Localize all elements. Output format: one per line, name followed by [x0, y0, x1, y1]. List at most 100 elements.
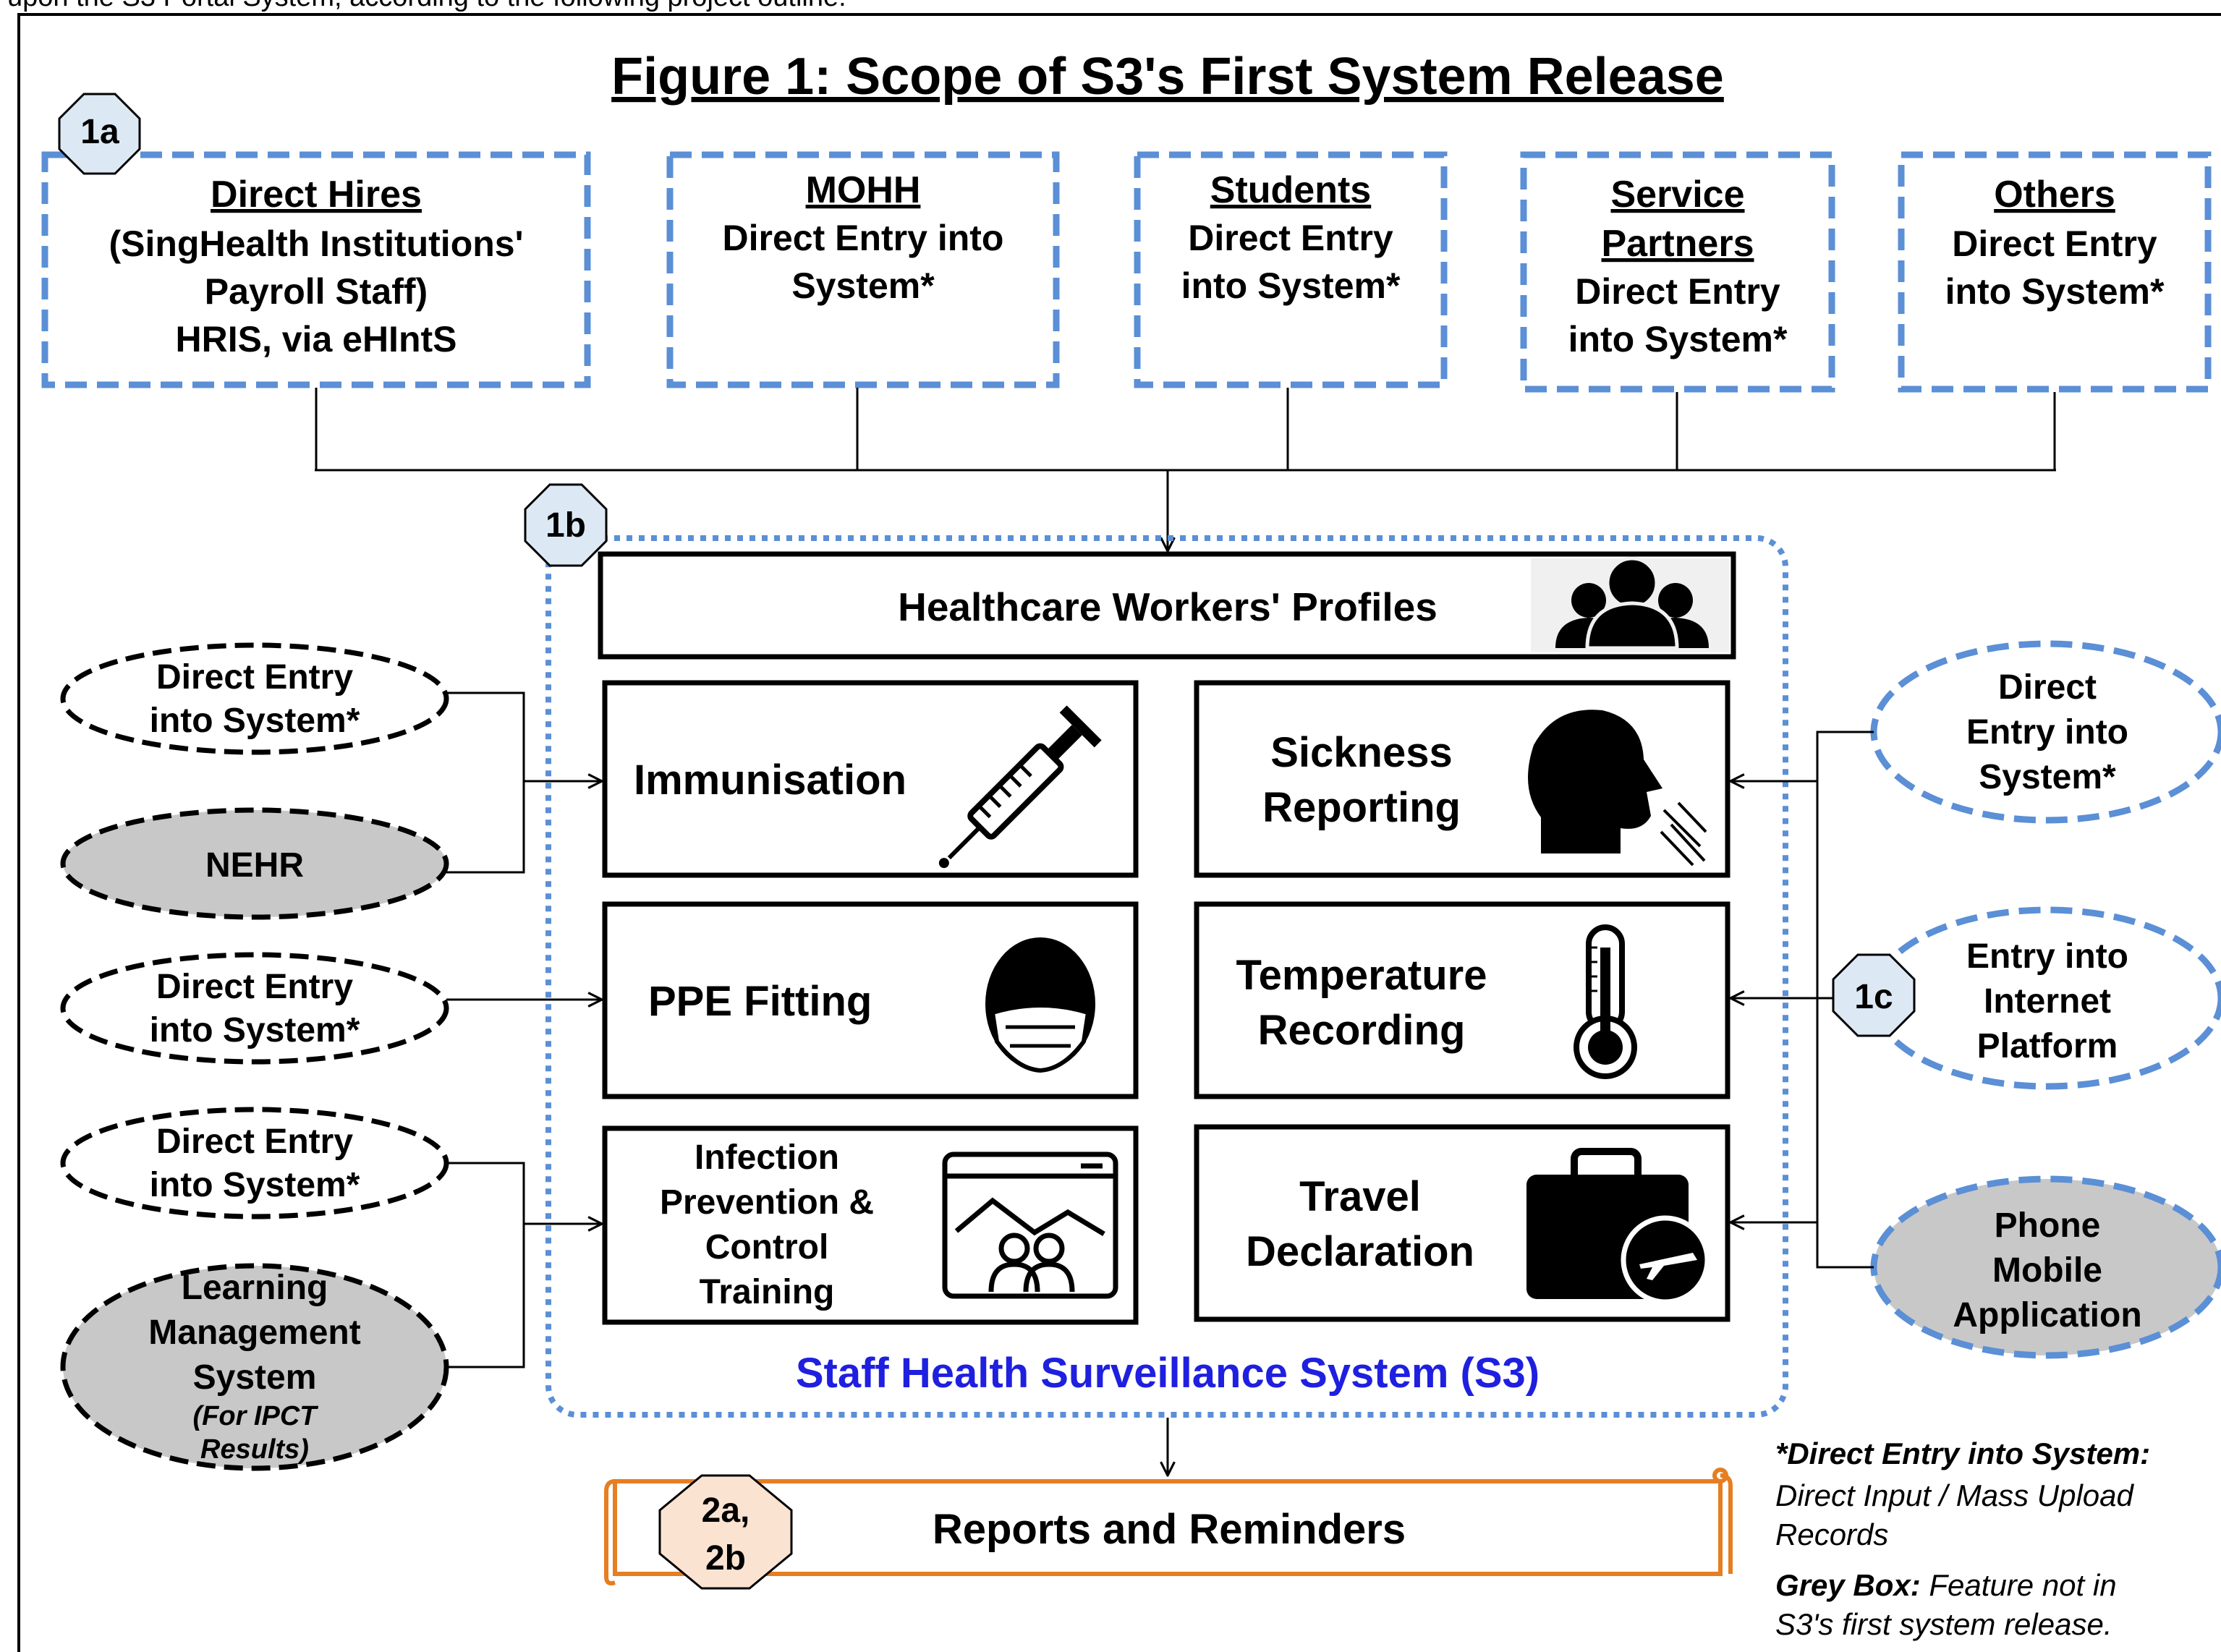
- badge-2a-label: 2a,: [702, 1491, 750, 1530]
- lms-line-3: System: [193, 1358, 317, 1397]
- left-input-direct-entry-2: Direct Entry into System*: [60, 952, 449, 1065]
- left-input-direct-entry-1: Direct Entry into System*: [60, 642, 449, 755]
- mobile-line-2: Mobile: [1992, 1251, 2102, 1290]
- direct-hires-line-1: (SingHealth Institutions': [109, 223, 524, 264]
- right-direct-entry-line-2: Entry into: [1966, 713, 2128, 752]
- top-caption-fragment: upon the S3 Portal System, according to …: [7, 0, 846, 12]
- lms-line-1: Learning: [182, 1269, 328, 1307]
- profiles-bar: Healthcare Workers' Profiles: [598, 551, 1736, 660]
- ipc-label-1: Infection: [695, 1138, 839, 1177]
- mohh-line-2: System*: [791, 265, 935, 306]
- left-direct-entry-3-line-1: Direct Entry: [156, 1123, 353, 1161]
- sick-person-icon: [1528, 710, 1707, 867]
- ipc-label-2: Prevention &: [660, 1183, 874, 1222]
- legend: *Direct Entry into System: Direct Input …: [1775, 1436, 2150, 1641]
- badge-1a: 1a: [58, 93, 141, 175]
- module-ppe-fitting: PPE Fitting: [602, 901, 1139, 1099]
- source-box-service-partners: Service Partners Direct Entry into Syste…: [1520, 151, 1835, 393]
- badge-2a-2b: 2a, 2b: [658, 1474, 793, 1590]
- badge-2b-label: 2b: [705, 1539, 746, 1578]
- lms-note-1: (For IPCT: [193, 1401, 319, 1431]
- right-direct-entry-line-3: System*: [1979, 758, 2116, 796]
- internet-line-1: Entry into: [1966, 937, 2128, 976]
- badge-1a-label: 1a: [80, 113, 119, 151]
- legend-note-body-2: Records: [1775, 1517, 1888, 1551]
- others-title: Others: [1994, 174, 2115, 216]
- legend-grey-body-2: S3's first system release.: [1775, 1607, 2112, 1641]
- mobile-line-3: Application: [1953, 1296, 2141, 1334]
- left-connectors: [446, 691, 602, 1368]
- legend-grey-body-1: Feature not in: [1921, 1568, 2117, 1602]
- direct-hires-line-2: Payroll Staff): [205, 271, 428, 312]
- right-input-direct-entry: Direct Entry into System*: [1870, 640, 2221, 824]
- left-input-lms: Learning Management System (For IPCT Res…: [60, 1263, 449, 1471]
- module-temperature-recording: Temperature Recording: [1194, 901, 1730, 1099]
- legend-grey-title: Grey Box:: [1775, 1568, 1921, 1602]
- internet-line-3: Platform: [1977, 1027, 2118, 1065]
- left-direct-entry-2-line-2: into System*: [150, 1011, 360, 1049]
- source-box-direct-hires: Direct Hires (SingHealth Institutions' P…: [41, 151, 591, 388]
- service-partners-line-2: into System*: [1568, 319, 1788, 359]
- left-direct-entry-1-line-1: Direct Entry: [156, 658, 353, 697]
- badge-1c-label: 1c: [1854, 978, 1893, 1016]
- sickness-label-1: Sickness: [1270, 729, 1453, 776]
- s3-system-name: Staff Health Surveillance System (S3): [796, 1350, 1540, 1397]
- left-direct-entry-2-line-1: Direct Entry: [156, 968, 353, 1006]
- nehr-label: NEHR: [205, 846, 304, 885]
- lms-note-2: Results): [200, 1434, 309, 1465]
- left-input-direct-entry-3: Direct Entry into System*: [60, 1107, 449, 1219]
- mohh-line-1: Direct Entry into: [723, 218, 1004, 258]
- left-direct-entry-1-line-2: into System*: [150, 702, 360, 740]
- mohh-title: MOHH: [806, 169, 921, 211]
- students-line-2: into System*: [1181, 265, 1401, 306]
- thermometer-icon: [1574, 924, 1637, 1079]
- source-box-students: Students Direct Entry into System*: [1134, 151, 1448, 388]
- outer-frame: [17, 13, 2221, 1652]
- left-direct-entry-3-line-2: into System*: [150, 1166, 360, 1204]
- right-direct-entry-line-1: Direct: [1998, 668, 2097, 707]
- others-line-1: Direct Entry: [1952, 223, 2157, 264]
- immunisation-label: Immunisation: [634, 757, 906, 804]
- module-sickness-reporting: Sickness Reporting: [1194, 680, 1730, 878]
- ppe-label: PPE Fitting: [648, 978, 872, 1025]
- mobile-line-1: Phone: [1995, 1206, 2101, 1245]
- badge-1b-label: 1b: [545, 506, 586, 545]
- syringe-icon: [938, 705, 1102, 869]
- travel-label-1: Travel: [1299, 1173, 1421, 1220]
- right-input-internet-platform: Entry into Internet Platform: [1870, 906, 2221, 1090]
- badge-1c: 1c: [1832, 953, 1916, 1037]
- ipc-label-3: Control: [705, 1228, 829, 1266]
- legend-note-title: *Direct Entry into System:: [1775, 1436, 2150, 1470]
- legend-note-body-1: Direct Input / Mass Upload: [1775, 1478, 2135, 1512]
- direct-hires-title: Direct Hires: [211, 174, 422, 216]
- right-input-mobile-app: Phone Mobile Application: [1870, 1175, 2221, 1359]
- legend-grey-line-1: Grey Box: Feature not in: [1775, 1568, 2117, 1602]
- service-partners-title-1: Service: [1610, 174, 1744, 216]
- travel-label-2: Declaration: [1246, 1228, 1474, 1275]
- service-partners-title-2: Partners: [1602, 223, 1754, 265]
- sickness-label-2: Reporting: [1262, 784, 1461, 831]
- module-travel-declaration: Travel Declaration: [1194, 1124, 1730, 1322]
- module-ipc-training: Infection Prevention & Control Training: [602, 1125, 1139, 1325]
- left-input-nehr: NEHR: [60, 807, 449, 920]
- mask-icon: [985, 937, 1095, 1073]
- top-sources-connector: [315, 388, 2056, 551]
- lms-line-2: Management: [148, 1313, 360, 1352]
- reports-scroll: [604, 1468, 1733, 1585]
- reports-label: Reports and Reminders: [933, 1506, 1406, 1553]
- temperature-label-1: Temperature: [1236, 952, 1487, 999]
- module-immunisation: Immunisation: [602, 680, 1139, 878]
- service-partners-line-1: Direct Entry: [1575, 271, 1780, 312]
- source-box-mohh: MOHH Direct Entry into System*: [666, 151, 1060, 388]
- direct-hires-line-3: HRIS, via eHIntS: [176, 319, 457, 359]
- internet-line-2: Internet: [1984, 982, 2111, 1021]
- temperature-label-2: Recording: [1258, 1007, 1466, 1054]
- training-screen-icon: [942, 1151, 1118, 1299]
- students-line-1: Direct Entry: [1188, 218, 1393, 258]
- badge-1b: 1b: [524, 483, 608, 567]
- ipc-label-4: Training: [700, 1273, 835, 1311]
- others-line-2: into System*: [1945, 271, 2165, 312]
- profiles-label: Healthcare Workers' Profiles: [898, 584, 1438, 629]
- briefcase-plane-icon: [1526, 1148, 1710, 1305]
